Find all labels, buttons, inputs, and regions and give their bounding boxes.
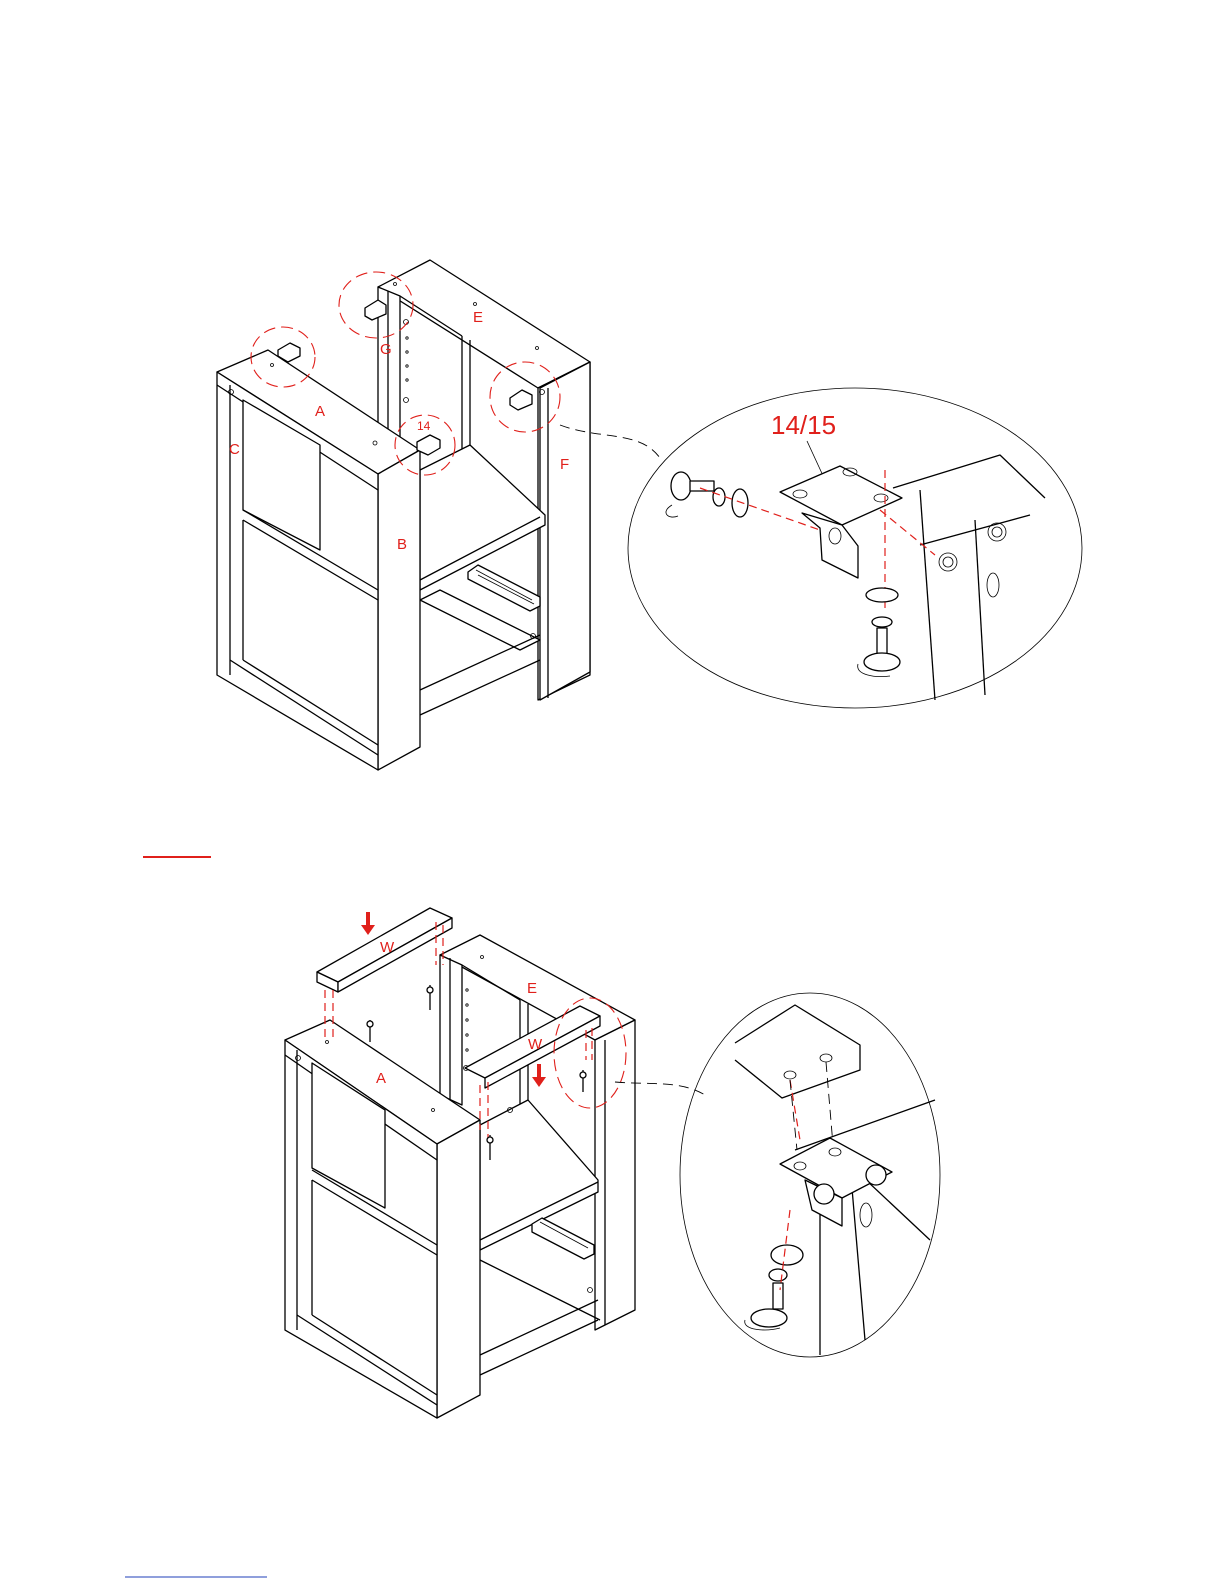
hole-column (404, 320, 409, 403)
label-c: C (229, 441, 240, 458)
l-bracket (780, 466, 902, 525)
label-f: F (560, 456, 569, 473)
panel-e-top (378, 260, 590, 388)
label-e: E (473, 309, 483, 326)
drawer-slide-2 (532, 1218, 594, 1259)
top-detail-bubble: 14/15 (628, 388, 1082, 708)
label-w-2: W (528, 1036, 543, 1053)
panel-b (378, 450, 420, 770)
label-a: A (315, 403, 325, 420)
label-e-2: E (527, 980, 537, 997)
label-g: G (380, 341, 392, 358)
screw-horizontal (666, 472, 748, 517)
bottom-cabinet-assembly: W E W A (285, 908, 705, 1418)
screw-vertical (858, 588, 900, 677)
drawer-slide (468, 565, 540, 611)
down-arrow-right (532, 1064, 546, 1087)
label-w-1: W (380, 939, 395, 956)
hole-column-2 (464, 989, 469, 1071)
down-arrow-left (361, 912, 375, 935)
label-14: 14 (417, 419, 431, 433)
top-cabinet-assembly: E G A C F B 14 (217, 260, 660, 770)
label-a-2: A (376, 1070, 386, 1087)
label-b: B (397, 536, 407, 553)
label-14-15: 14/15 (771, 410, 836, 440)
bottom-detail-bubble (680, 993, 940, 1357)
panel-e-top-2 (440, 935, 635, 1040)
